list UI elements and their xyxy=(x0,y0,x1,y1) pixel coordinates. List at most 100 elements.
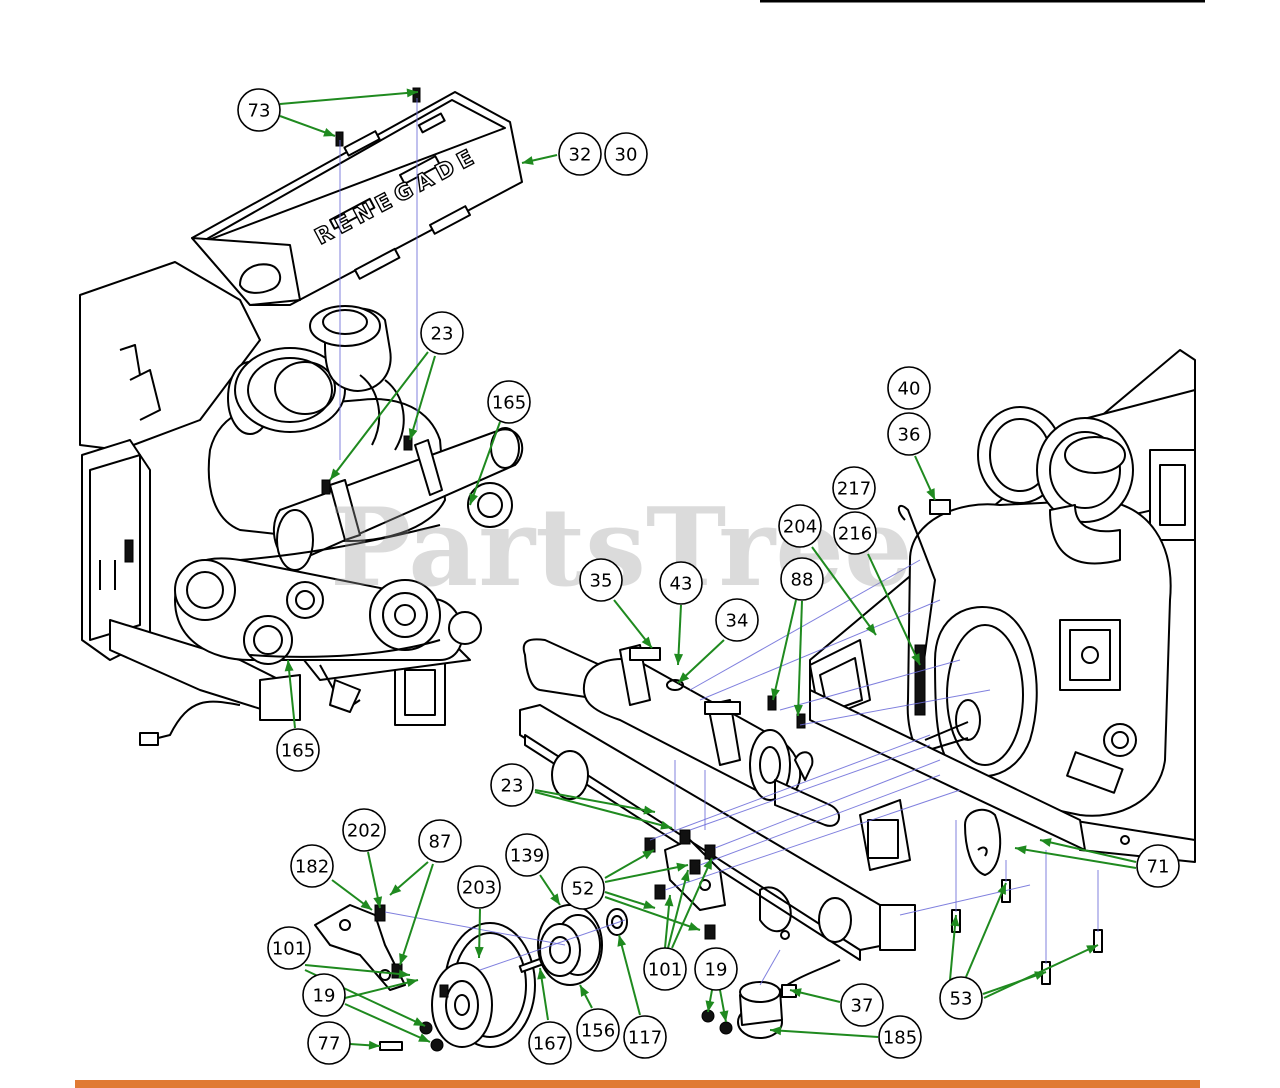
callout-number: 40 xyxy=(898,379,921,400)
leader-line-c53 xyxy=(965,882,1007,978)
callout-c156[interactable]: 156 xyxy=(576,1008,620,1052)
arrowhead-c43 xyxy=(674,653,684,665)
callout-c185[interactable]: 185 xyxy=(878,1015,922,1059)
callout-c165b[interactable]: 165 xyxy=(276,728,320,772)
leader-line-c52 xyxy=(604,864,689,883)
callout-circle xyxy=(643,947,687,991)
arrowhead-c19a xyxy=(418,1033,430,1042)
leader-line-c71 xyxy=(1014,847,1137,869)
callout-circle xyxy=(840,983,884,1027)
arrowhead-c204 xyxy=(865,623,876,635)
arrowhead-c182 xyxy=(360,899,372,910)
callout-circle xyxy=(528,1021,572,1065)
callout-c101b[interactable]: 101 xyxy=(643,947,687,991)
callout-circle xyxy=(878,1015,922,1059)
callout-c23a[interactable]: 23 xyxy=(420,311,464,355)
callout-number: 204 xyxy=(783,517,817,538)
arrowhead-c156 xyxy=(580,985,590,997)
callout-c43[interactable]: 43 xyxy=(659,561,703,605)
leader-line-c87 xyxy=(399,863,434,966)
leader-line-c73 xyxy=(279,91,419,105)
arrowhead-c88 xyxy=(771,688,780,700)
leader-line-c101b xyxy=(667,869,689,949)
callout-circle xyxy=(939,976,983,1020)
callout-c30[interactable]: 30 xyxy=(604,132,648,176)
callout-c204[interactable]: 204 xyxy=(778,504,822,548)
callout-circle xyxy=(832,466,876,510)
callout-circle xyxy=(558,132,602,176)
callout-c73[interactable]: 73 xyxy=(237,88,281,132)
arrowhead-c167 xyxy=(537,968,547,980)
callout-c216[interactable]: 216 xyxy=(833,511,877,555)
callout-c203[interactable]: 203 xyxy=(457,865,501,909)
arrowhead-c23b xyxy=(660,820,672,830)
callout-c165a[interactable]: 165 xyxy=(487,380,531,424)
callout-circle xyxy=(490,763,534,807)
arrowhead-c202 xyxy=(373,896,383,908)
callout-number: 23 xyxy=(431,324,454,345)
callout-c101a[interactable]: 101 xyxy=(267,926,311,970)
arrowhead-c23b xyxy=(643,805,655,815)
leader-line-c101a xyxy=(304,964,411,976)
callout-number: 165 xyxy=(281,741,315,762)
leader-line-c88 xyxy=(772,599,797,701)
callout-c139[interactable]: 139 xyxy=(505,833,549,877)
arrowhead-c52 xyxy=(643,900,655,909)
leader-line-c101b xyxy=(671,857,713,949)
callout-c36[interactable]: 36 xyxy=(887,412,931,456)
callout-number: 87 xyxy=(429,832,452,853)
callout-c35[interactable]: 35 xyxy=(579,558,623,602)
callout-c34[interactable]: 34 xyxy=(715,598,759,642)
callout-c217[interactable]: 217 xyxy=(832,466,876,510)
arrowhead-c139 xyxy=(550,893,560,905)
callout-c87[interactable]: 87 xyxy=(418,819,462,863)
callout-number: 156 xyxy=(581,1021,615,1042)
leader-line-c71 xyxy=(1039,839,1137,863)
callout-number: 167 xyxy=(533,1034,567,1055)
callout-c32[interactable]: 32 xyxy=(558,132,602,176)
arrowhead-c53 xyxy=(997,883,1006,895)
callout-c117[interactable]: 117 xyxy=(623,1015,667,1059)
callout-number: 165 xyxy=(492,393,526,414)
callout-number: 216 xyxy=(838,524,872,545)
callout-number: 217 xyxy=(837,479,871,500)
callout-c77[interactable]: 77 xyxy=(307,1021,351,1065)
arrowhead-c165a xyxy=(469,493,478,505)
callout-c167[interactable]: 167 xyxy=(528,1021,572,1065)
callout-circle xyxy=(659,561,703,605)
callout-number: 139 xyxy=(510,846,544,867)
callout-circle xyxy=(267,926,311,970)
leader-line-c23a xyxy=(409,355,436,441)
arrowhead-c71 xyxy=(1015,845,1027,855)
callout-circle xyxy=(1136,844,1180,888)
leader-line-c117 xyxy=(618,934,641,1016)
arrowhead-c23a xyxy=(408,428,418,440)
leader-lines xyxy=(279,88,1137,1050)
callout-c23b[interactable]: 23 xyxy=(490,763,534,807)
callout-circle xyxy=(307,1021,351,1065)
callout-number: 203 xyxy=(462,878,496,899)
arrowhead-c216 xyxy=(911,653,920,665)
callout-c202[interactable]: 202 xyxy=(342,808,386,852)
arrowhead-c53 xyxy=(1086,945,1098,954)
callout-number: 182 xyxy=(295,857,329,878)
callout-number: 35 xyxy=(590,571,613,592)
callout-number: 202 xyxy=(347,821,381,842)
callout-c40[interactable]: 40 xyxy=(887,366,931,410)
callout-c37[interactable]: 37 xyxy=(840,983,884,1027)
callout-c182[interactable]: 182 xyxy=(290,844,334,888)
callout-number: 19 xyxy=(313,986,336,1007)
callout-number: 32 xyxy=(569,145,592,166)
callout-c19b[interactable]: 19 xyxy=(694,947,738,991)
callout-number: 117 xyxy=(628,1028,662,1049)
arrowhead-c32 xyxy=(522,156,534,165)
callout-c19a[interactable]: 19 xyxy=(302,973,346,1017)
callout-number: 23 xyxy=(501,776,524,797)
callout-c53[interactable]: 53 xyxy=(939,976,983,1020)
callout-c88[interactable]: 88 xyxy=(780,557,824,601)
callout-number: 88 xyxy=(791,570,814,591)
arrowhead-c73 xyxy=(323,128,335,137)
callout-c71[interactable]: 71 xyxy=(1136,844,1180,888)
callout-c52[interactable]: 52 xyxy=(561,866,605,910)
